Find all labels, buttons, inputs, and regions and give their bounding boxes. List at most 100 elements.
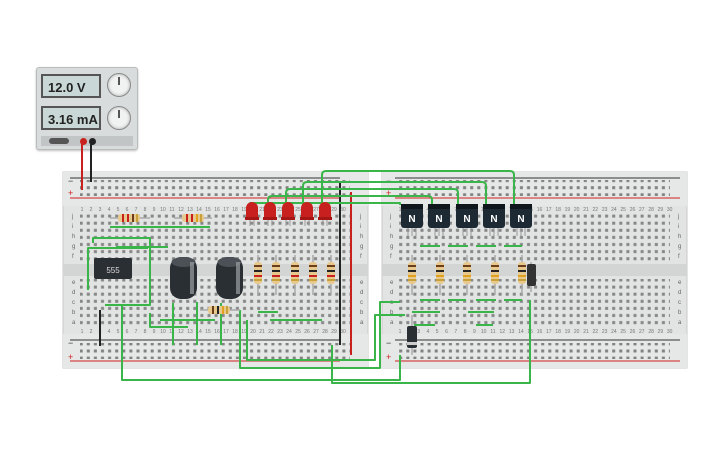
row-letter: d xyxy=(390,290,393,296)
col-number: 11 xyxy=(169,207,174,213)
voltage-knob[interactable] xyxy=(107,73,131,97)
col-number: 26 xyxy=(630,207,636,213)
col-number: 4 xyxy=(427,329,430,335)
col-number: 18 xyxy=(555,207,561,213)
npn-transistor[interactable]: N xyxy=(483,204,505,236)
transistor-label: N xyxy=(435,214,442,225)
row-letter: d xyxy=(360,290,363,296)
col-number: 13 xyxy=(509,329,515,335)
resistor[interactable] xyxy=(327,255,335,295)
row-letter: h xyxy=(390,234,393,240)
row-letter: h xyxy=(360,234,363,240)
col-number: 17 xyxy=(223,207,229,213)
npn-transistor[interactable]: N xyxy=(401,204,423,236)
col-number: 20 xyxy=(250,329,256,335)
col-number: 6 xyxy=(126,329,129,335)
col-number: 7 xyxy=(454,207,457,213)
svg-text:+: + xyxy=(68,352,73,362)
led[interactable] xyxy=(263,202,277,226)
col-number: 17 xyxy=(546,329,552,335)
col-number: 9 xyxy=(153,207,156,213)
col-number: 14 xyxy=(196,207,202,213)
wire-group[interactable] xyxy=(87,170,531,384)
diode[interactable] xyxy=(407,315,417,355)
col-number: 10 xyxy=(160,329,166,335)
col-number: 22 xyxy=(593,207,599,213)
led[interactable] xyxy=(300,202,314,226)
negative-terminal[interactable] xyxy=(89,138,96,145)
col-number: 20 xyxy=(574,207,580,213)
col-number: 17 xyxy=(223,329,229,335)
col-number: 16 xyxy=(214,207,220,213)
svg-text:+: + xyxy=(68,188,73,198)
col-number: 5 xyxy=(117,329,120,335)
resistor[interactable] xyxy=(254,255,262,295)
npn-transistor[interactable]: N xyxy=(428,204,450,236)
resistor-dark[interactable] xyxy=(527,262,536,292)
col-number: 21 xyxy=(259,329,265,335)
row-letter: g xyxy=(678,244,681,250)
col-number: 28 xyxy=(322,329,328,335)
col-number: 5 xyxy=(117,207,120,213)
row-letter: d xyxy=(72,290,75,296)
led[interactable] xyxy=(318,202,332,226)
resistor[interactable] xyxy=(291,255,299,295)
row-letter: c xyxy=(360,300,363,306)
col-number: 1 xyxy=(81,329,84,335)
transistor-label: N xyxy=(517,214,524,225)
electrolytic-capacitor[interactable] xyxy=(216,257,243,299)
resistor[interactable] xyxy=(463,255,471,295)
electrolytic-capacitor[interactable] xyxy=(170,257,197,299)
row-letter: b xyxy=(678,310,682,316)
resistor[interactable] xyxy=(174,214,212,222)
col-number: 30 xyxy=(340,329,346,335)
npn-transistor[interactable]: N xyxy=(510,204,532,236)
col-number: 15 xyxy=(205,207,211,213)
col-number: 18 xyxy=(232,329,238,335)
row-letter: f xyxy=(678,254,680,260)
col-number: 7 xyxy=(135,329,138,335)
col-number: 30 xyxy=(667,207,673,213)
col-number: 18 xyxy=(232,207,238,213)
led[interactable] xyxy=(281,202,295,226)
col-number: 12 xyxy=(500,329,506,335)
col-number: 1 xyxy=(399,329,402,335)
resistor[interactable] xyxy=(491,255,499,295)
row-letter: b xyxy=(72,310,76,316)
col-number: 3 xyxy=(99,207,102,213)
col-number: 16 xyxy=(214,329,220,335)
col-number: 22 xyxy=(268,329,274,335)
positive-terminal[interactable] xyxy=(80,138,87,145)
resistor[interactable] xyxy=(436,255,444,295)
col-number: 25 xyxy=(620,207,626,213)
col-number: 28 xyxy=(648,329,654,335)
resistor[interactable] xyxy=(110,214,150,222)
col-number: 1 xyxy=(81,207,84,213)
555-timer-ic[interactable]: 555 xyxy=(94,258,132,279)
row-letter: i xyxy=(360,224,361,230)
current-knob[interactable] xyxy=(107,106,131,130)
power-supply[interactable]: 12.0 V 3.16 mA xyxy=(36,67,138,150)
col-number: 8 xyxy=(464,329,467,335)
led[interactable] xyxy=(245,202,259,226)
resistor[interactable] xyxy=(309,255,317,295)
resistor[interactable] xyxy=(200,306,240,314)
svg-text:−: − xyxy=(386,338,391,348)
row-letter: j xyxy=(71,214,73,220)
row-letter: a xyxy=(390,320,394,326)
col-number: 24 xyxy=(611,329,617,335)
col-number: 13 xyxy=(187,207,193,213)
transistor-label: N xyxy=(490,214,497,225)
svg-text:−: − xyxy=(68,176,73,186)
resistor[interactable] xyxy=(408,255,416,295)
ic-label: 555 xyxy=(106,266,120,275)
col-number: 15 xyxy=(205,329,211,335)
col-number: 8 xyxy=(144,207,147,213)
npn-transistor[interactable]: N xyxy=(456,204,478,236)
power-switch[interactable] xyxy=(49,138,69,144)
resistor[interactable] xyxy=(518,255,526,295)
row-letter: e xyxy=(360,280,364,286)
row-letter: a xyxy=(360,320,364,326)
resistor[interactable] xyxy=(272,255,280,295)
